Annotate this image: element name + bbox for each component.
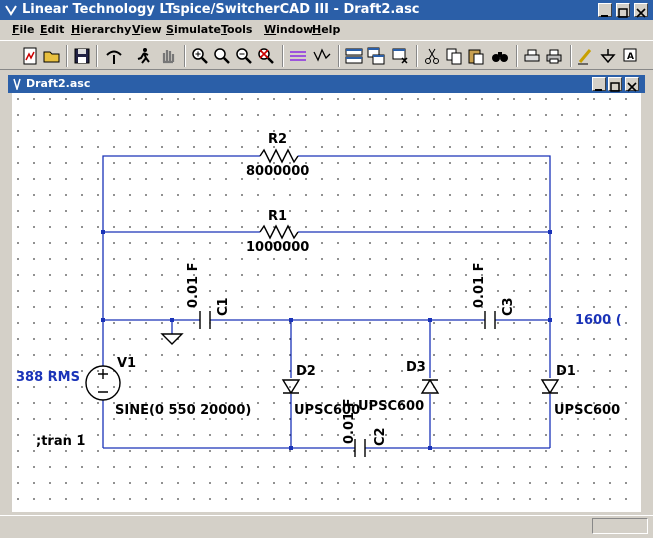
c2-capacitor-icon[interactable] <box>354 439 366 457</box>
control-panel-icon[interactable] <box>104 46 124 66</box>
c3-name[interactable]: C3 <box>501 297 516 316</box>
d3-model[interactable]: UPSC600 <box>358 399 424 414</box>
ground-symbol-icon <box>160 333 184 345</box>
d1-model[interactable]: UPSC600 <box>554 403 620 418</box>
maximize-button[interactable] <box>616 3 630 18</box>
doc-maximize-button[interactable] <box>608 77 622 92</box>
minimize-button[interactable] <box>598 3 612 17</box>
toolbar-separator <box>282 45 284 67</box>
c2-value[interactable]: 0.01 F <box>342 399 357 444</box>
window-list-icon[interactable] <box>390 46 410 66</box>
run-icon[interactable] <box>134 46 154 66</box>
zoom-out-icon[interactable] <box>212 46 232 66</box>
window-title: Linear Technology LTspice/SwitcherCAD II… <box>22 2 420 17</box>
output-voltage-readout: 1600 ( <box>575 313 622 328</box>
r2-name[interactable]: R2 <box>268 132 287 147</box>
close-button[interactable] <box>634 3 648 18</box>
r2-resistor-icon[interactable] <box>259 148 299 164</box>
maximize-icon <box>618 8 628 18</box>
d3-name[interactable]: D3 <box>406 360 426 375</box>
d3-diode-icon[interactable] <box>420 378 440 394</box>
ground-icon[interactable] <box>598 46 618 66</box>
tile-icon[interactable] <box>312 46 332 66</box>
menu-hierarchy[interactable]: Hierarchy <box>71 23 132 36</box>
schematic-canvas[interactable] <box>12 93 641 512</box>
d1-name[interactable]: D1 <box>556 364 576 379</box>
r1-resistor-icon[interactable] <box>259 224 299 240</box>
waveform-icon[interactable] <box>288 46 308 66</box>
toolbar-separator <box>184 45 186 67</box>
c2-name[interactable]: C2 <box>373 427 388 446</box>
app-title-bar: Linear Technology LTspice/SwitcherCAD II… <box>0 0 653 20</box>
status-bar <box>0 515 653 538</box>
window-menu-icon[interactable] <box>4 3 18 17</box>
svg-text:A: A <box>627 52 634 62</box>
menu-bar: File Edit Hierarchy View Simulate Tools … <box>0 20 653 40</box>
document-title-bar: Draft2.asc <box>8 75 645 93</box>
c3-value[interactable]: 0.01 F <box>472 263 487 308</box>
r1-value[interactable]: 1000000 <box>246 240 309 255</box>
toolbar-separator <box>96 45 98 67</box>
minimize-icon <box>595 89 602 91</box>
junctions <box>101 230 552 450</box>
spice-directive[interactable]: ;tran 1 <box>36 434 85 449</box>
zoom-in-icon[interactable] <box>190 46 210 66</box>
toolbar-separator <box>66 45 68 67</box>
toolbar: A <box>0 40 653 70</box>
d2-diode-icon[interactable] <box>281 379 301 395</box>
c1-name[interactable]: C1 <box>216 297 231 316</box>
v1-value[interactable]: SINE(0 550 20000) <box>115 403 251 418</box>
doc-minimize-button[interactable] <box>592 77 606 91</box>
menu-tools[interactable]: Tools <box>221 23 253 36</box>
c1-capacitor-icon[interactable] <box>199 311 211 329</box>
label-net-icon[interactable]: A <box>620 46 640 66</box>
menu-view[interactable]: View <box>132 23 162 36</box>
paste-icon[interactable] <box>466 46 486 66</box>
doc-close-button[interactable] <box>625 77 639 92</box>
v1-source-icon[interactable] <box>85 365 121 401</box>
find-icon[interactable] <box>490 46 510 66</box>
copy-icon[interactable] <box>444 46 464 66</box>
document-icon[interactable] <box>12 78 22 90</box>
toolbar-separator <box>416 45 418 67</box>
menu-simulate[interactable]: Simulate <box>166 23 221 36</box>
menu-edit[interactable]: Edit <box>40 23 65 36</box>
save-icon[interactable] <box>72 46 92 66</box>
print-icon[interactable] <box>544 46 564 66</box>
toolbar-separator <box>570 45 572 67</box>
zoom-fit-icon[interactable] <box>234 46 254 66</box>
menu-help[interactable]: Help <box>312 23 341 36</box>
toolbar-separator <box>516 45 518 67</box>
r1-name[interactable]: R1 <box>268 209 287 224</box>
close-icon <box>636 8 646 18</box>
new-schematic-icon[interactable] <box>20 46 40 66</box>
print-setup-icon[interactable] <box>522 46 542 66</box>
close-window-icon[interactable] <box>366 46 386 66</box>
wires <box>102 155 551 449</box>
v1-name[interactable]: V1 <box>117 356 136 371</box>
d2-name[interactable]: D2 <box>296 364 316 379</box>
close-icon <box>627 82 637 92</box>
zoom-cancel-icon[interactable] <box>256 46 276 66</box>
cut-icon[interactable] <box>422 46 442 66</box>
v1-rms-readout: 388 RMS <box>16 370 80 385</box>
maximize-icon <box>610 82 620 92</box>
d2-model[interactable]: UPSC600 <box>294 403 360 418</box>
c1-value[interactable]: 0.01 F <box>186 263 201 308</box>
menu-file[interactable]: File <box>12 23 35 36</box>
c3-capacitor-icon[interactable] <box>484 311 496 329</box>
open-icon[interactable] <box>42 46 62 66</box>
status-panel <box>592 518 648 534</box>
menu-window[interactable]: Window <box>264 23 314 36</box>
document-title: Draft2.asc <box>26 77 91 90</box>
r2-value[interactable]: 8000000 <box>246 164 309 179</box>
minimize-icon <box>601 15 608 17</box>
draw-wire-icon[interactable] <box>576 46 596 66</box>
d1-diode-icon[interactable] <box>540 379 560 395</box>
pan-hand-icon[interactable] <box>158 46 178 66</box>
toolbar-separator <box>338 45 340 67</box>
cascade-icon[interactable] <box>344 46 364 66</box>
